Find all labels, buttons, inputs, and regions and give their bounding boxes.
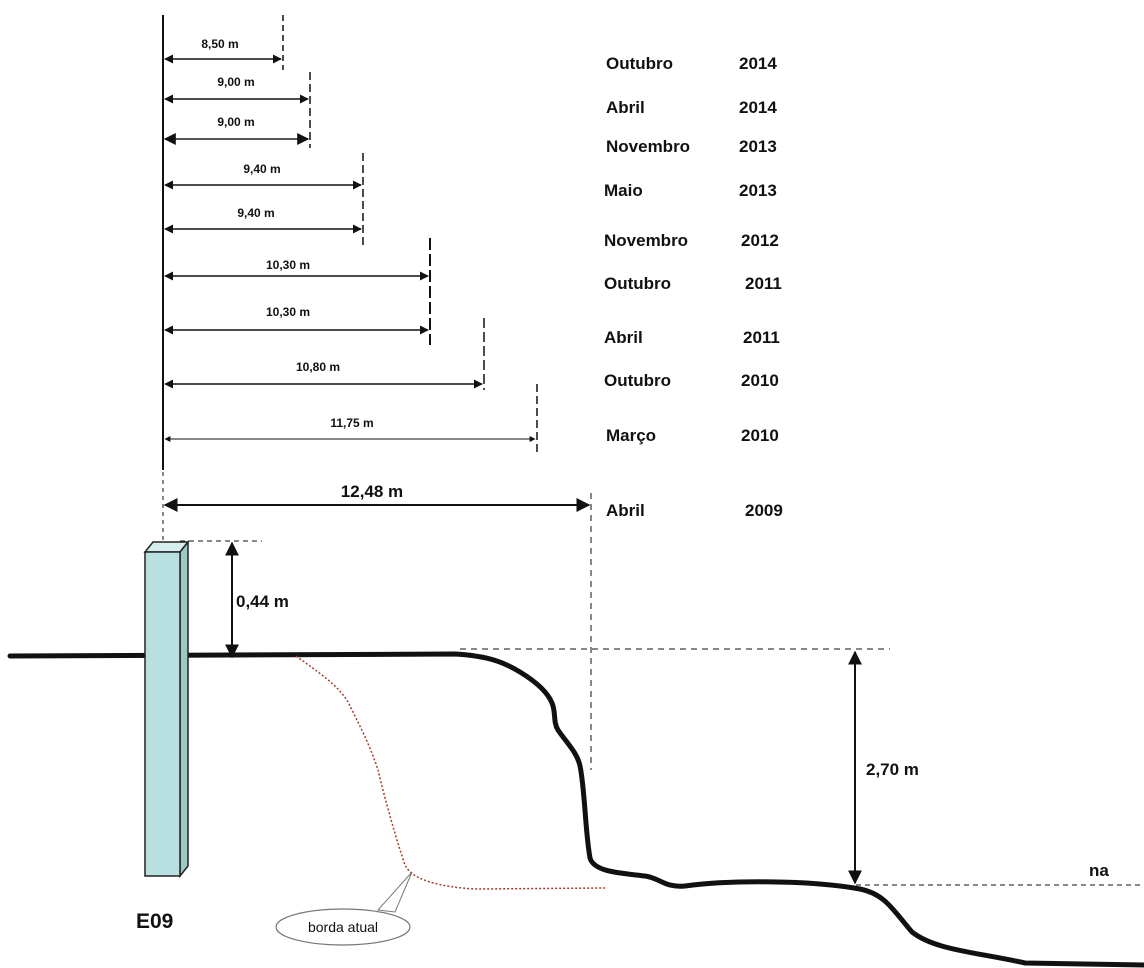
- month-label: Outubro: [604, 371, 671, 390]
- bank-height-label: 2,70 m: [866, 760, 919, 779]
- measurement-row: 10,30 m Outubro 2011: [164, 238, 782, 345]
- month-label: Abril: [606, 98, 645, 117]
- distance-label: 9,40 m: [243, 162, 280, 176]
- measurement-row: 10,80 m Outubro 2010: [164, 318, 779, 390]
- year-label: 2013: [739, 137, 777, 156]
- measurement-row: 9,40 m Maio 2013: [164, 153, 777, 248]
- measurement-row: 11,75 m Março 2010: [164, 384, 779, 452]
- water-level-label: na: [1089, 861, 1109, 880]
- distance-label: 9,40 m: [237, 206, 274, 220]
- month-label: Novembro: [604, 231, 688, 250]
- marker-height-label: 0,44 m: [236, 592, 289, 611]
- month-label: Outubro: [604, 274, 671, 293]
- distance-label: 8,50 m: [201, 37, 238, 51]
- distance-label: 12,48 m: [341, 482, 403, 501]
- measurement-row: 10,30 m Abril 2011: [164, 305, 780, 347]
- year-label: 2009: [745, 501, 783, 520]
- distance-label: 10,80 m: [296, 360, 340, 374]
- current-edge-line: [295, 655, 606, 890]
- measurement-row: 12,48 m Abril 2009: [163, 482, 783, 770]
- measurement-row: 9,40 m Novembro 2012: [164, 206, 779, 250]
- month-label: Novembro: [606, 137, 690, 156]
- year-label: 2014: [739, 98, 777, 117]
- distance-label: 10,30 m: [266, 305, 310, 319]
- year-label: 2011: [745, 274, 782, 293]
- measurement-row: 9,00 m Novembro 2013: [163, 115, 777, 156]
- marker-post: [143, 539, 190, 879]
- year-label: 2012: [741, 231, 779, 250]
- month-label: Maio: [604, 181, 643, 200]
- month-label: Março: [606, 426, 656, 445]
- year-label: 2010: [741, 426, 779, 445]
- month-label: Abril: [606, 501, 645, 520]
- year-label: 2014: [739, 54, 777, 73]
- current-edge-label: borda atual: [308, 919, 378, 935]
- measurement-row: 9,00 m Abril 2014: [164, 72, 777, 148]
- distance-label: 9,00 m: [217, 75, 254, 89]
- year-label: 2011: [743, 328, 780, 347]
- distance-label: 10,30 m: [266, 258, 310, 272]
- station-label: E09: [136, 910, 173, 933]
- ground-profile: [7, 651, 1144, 968]
- measurement-row: 8,50 m Outubro 2014: [164, 15, 777, 73]
- month-label: Outubro: [606, 54, 673, 73]
- distance-label: 9,00 m: [217, 115, 254, 129]
- distance-label: 11,75 m: [330, 416, 373, 430]
- year-label: 2010: [741, 371, 779, 390]
- current-edge-callout: borda atual: [275, 871, 413, 946]
- year-label: 2013: [739, 181, 777, 200]
- month-label: Abril: [604, 328, 643, 347]
